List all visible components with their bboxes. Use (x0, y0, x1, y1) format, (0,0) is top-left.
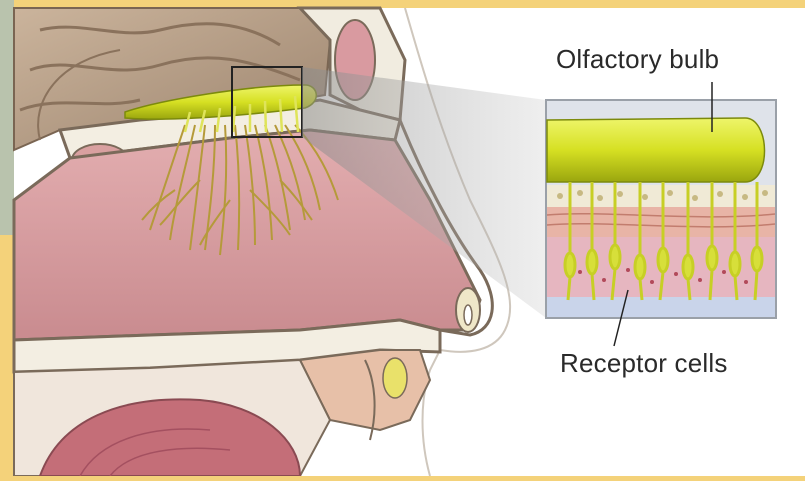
olfactory-bulb-inset (547, 118, 765, 182)
olfactory-bulb-label: Olfactory bulb (556, 44, 719, 75)
left-edge-strip (0, 0, 14, 235)
inset-panel (546, 100, 776, 318)
receptor-cells-label: Receptor cells (560, 348, 728, 379)
tooth (383, 358, 407, 398)
